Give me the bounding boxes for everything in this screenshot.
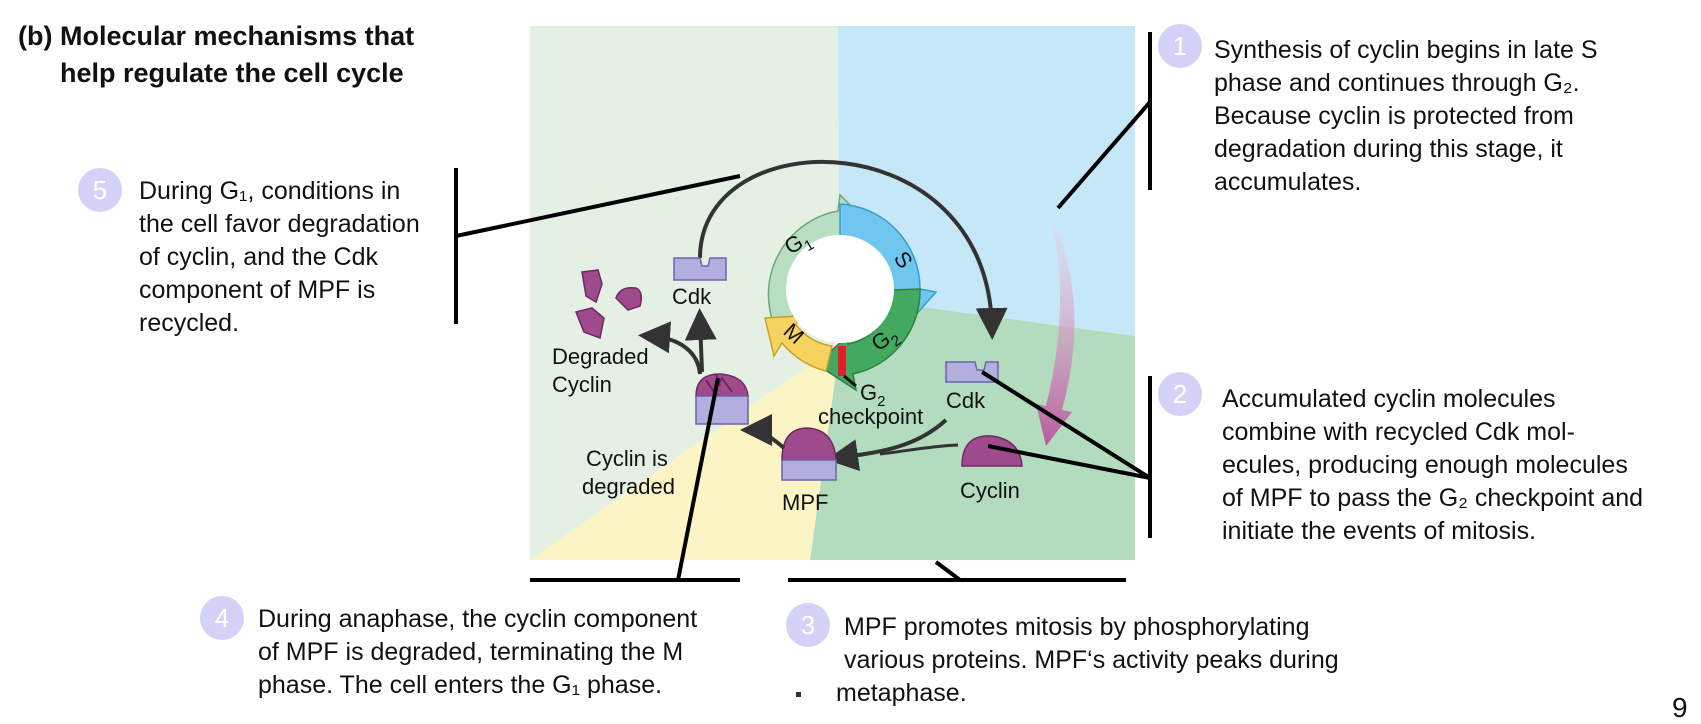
diagram-title: (b) Molecular mechanisms that help regul… xyxy=(18,18,414,92)
bullet-marker xyxy=(796,692,801,697)
cdk-right: Cdk xyxy=(945,361,999,413)
degraded-cyclin-label-1: Degraded xyxy=(552,344,649,369)
step-4-text: During anaphase, the cyclin component of… xyxy=(258,605,698,699)
cell-cycle-ring xyxy=(764,193,938,392)
cdk-top-label: Cdk xyxy=(672,284,712,309)
cyclin-label: Cyclin xyxy=(960,478,1020,503)
step-5-number: 5 xyxy=(78,168,122,212)
step-1-number: 1 xyxy=(1158,24,1202,68)
cdk-right-label: Cdk xyxy=(946,388,986,413)
step-3-text: MPF promotes mitosis by phosphorylating … xyxy=(836,613,1339,707)
pointer-step-1 xyxy=(1056,100,1152,210)
m-phase-arrow xyxy=(764,315,833,372)
mpf-label: MPF xyxy=(782,490,828,515)
degraded-cyclin-label-2: Cyclin xyxy=(552,372,612,397)
cyclin-molecule: Cyclin xyxy=(960,435,1023,503)
cdk-top: Cdk xyxy=(672,257,727,309)
title-line-1: (b) Molecular mechanisms that xyxy=(18,21,415,51)
combine-arrow xyxy=(826,418,948,472)
cyclin-accumulation-arrow xyxy=(1036,215,1075,446)
degraded-label: degraded xyxy=(582,474,675,499)
step-5-text: During G₁, conditions in the cell favor … xyxy=(139,177,420,337)
m-region xyxy=(530,344,840,560)
title-line-2: help regulate the cell cycle xyxy=(60,58,404,88)
step-1-text: Synthesis of cyclin begins in late S pha… xyxy=(1214,36,1598,196)
cyclin-degradation-arrow xyxy=(638,321,702,375)
pointer-step-3 xyxy=(934,560,962,582)
page-number: 9 xyxy=(1672,692,1688,723)
cell-cycle-center xyxy=(786,235,894,343)
degraded-mpf xyxy=(695,373,749,425)
mpf-to-degraded-arrow xyxy=(740,414,786,450)
cyclin-join-arrow xyxy=(879,443,959,456)
cdk-release-arrow xyxy=(684,308,717,373)
step-4-number: 4 xyxy=(200,596,244,640)
pointer-step-2-cdk xyxy=(980,370,1152,480)
cdk-recycle-arrow xyxy=(698,159,1008,340)
g2-checkpoint-label: G2 xyxy=(860,380,885,410)
g2-checkpoint-marker xyxy=(838,346,846,376)
pointer-step-4 xyxy=(676,377,720,581)
pointer-step-5 xyxy=(455,174,741,238)
pointer-step-2-cyclin xyxy=(987,444,1151,480)
step-3-number: 3 xyxy=(786,603,830,647)
g1-region xyxy=(530,26,840,560)
step-2-number: 2 xyxy=(1158,372,1202,416)
callout-lines xyxy=(454,32,1152,582)
step-2-text: Accumulated cyclin molecules combine wit… xyxy=(1222,385,1644,545)
checkpoint-pointer xyxy=(843,374,857,388)
checkpoint-word: checkpoint xyxy=(818,404,923,429)
mpf-complex: MPF xyxy=(781,427,837,515)
degraded-cyclin-fragments xyxy=(574,269,643,340)
cyclin-is-label: Cyclin is xyxy=(586,446,668,471)
